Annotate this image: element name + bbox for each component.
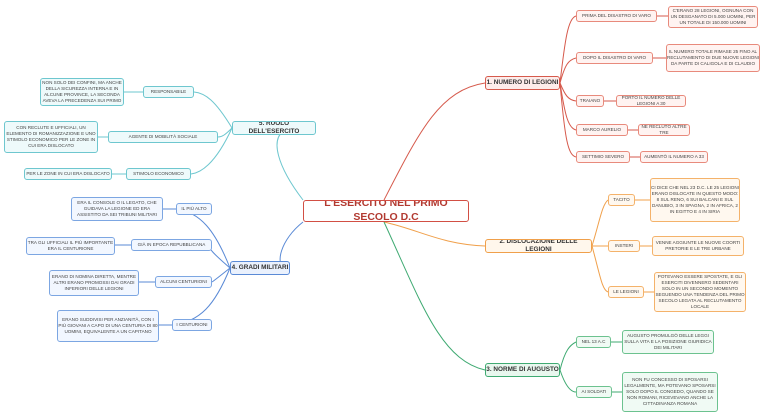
detail-marco-aurelio[interactable]: NE RECLUTÒ ALTRE TRE <box>638 124 690 136</box>
topic-piu-alto[interactable]: IL PIÙ ALTO <box>176 203 212 215</box>
detail-settimio-severo[interactable]: AUMENTÒ IL NUMERO A 33 <box>640 151 708 163</box>
topic-i-centurioni[interactable]: I CENTURIONI <box>172 319 212 331</box>
branch-ruolo-esercito[interactable]: 5. RUOLO DELL'ESERCITO <box>232 121 316 135</box>
topic-settimio-severo[interactable]: SETTIMIO SEVERO <box>576 151 630 163</box>
topic-responsabile[interactable]: RESPONSABILE <box>143 86 194 98</box>
detail-tacito[interactable]: CI DICE CHE NEL 23 D.C. LE 25 LEGIONI ER… <box>650 178 740 222</box>
detail-stimolo-economico[interactable]: PER LE ZONE IN CUI ERA DISLOCATO <box>24 168 112 180</box>
detail-epoca-repubblicana[interactable]: TRA GLI UFFICIALI IL PIÙ IMPORTANTE ERA … <box>26 237 115 255</box>
root-topic[interactable]: L'ESERCITO NEL PRIMO SECOLO D.C <box>303 200 469 222</box>
topic-stimolo-economico[interactable]: STIMOLO ECONOMICO <box>126 168 191 180</box>
detail-responsabile[interactable]: NON SOLO DEI CONFINI, MA ANCHE DELLA SIC… <box>40 78 124 106</box>
detail-prima-disastro[interactable]: C'ERANO 28 LEGIONI, OGNUNA CON UN DESGAN… <box>668 6 758 28</box>
branch-dislocazione[interactable]: 2. DISLOCAZIONE DELLE LEGIONI <box>485 239 592 253</box>
detail-piu-alto[interactable]: ERA IL CONSOLE O IL LEGATO, CHE GUIDAVA … <box>71 197 163 221</box>
topic-insteri[interactable]: INSTERI <box>608 240 640 252</box>
topic-ai-soldati[interactable]: AI SOLDATI <box>576 386 612 398</box>
detail-i-centurioni[interactable]: ERANO SUDDIVISI PER ANZIANITÀ, CON I PIÙ… <box>57 310 159 342</box>
topic-tacito[interactable]: TACITO <box>608 194 635 206</box>
topic-mobilita-sociale[interactable]: AGENTE DI MOBILITÀ SOCIALE <box>108 131 218 143</box>
detail-ai-soldati[interactable]: NON FU CONCESSO DI SPOSARSI LEGALMENTE, … <box>622 372 718 412</box>
topic-alcuni-centurioni[interactable]: ALCUNI CENTURIONI <box>155 276 212 288</box>
branch-norme-augusto[interactable]: 3. NORME DI AUGUSTO <box>485 363 560 377</box>
topic-le-legioni[interactable]: LE LEGIONI <box>608 286 644 298</box>
detail-le-legioni[interactable]: POTEVANO ESSERE SPOSTATE, E GLI ESERCITI… <box>654 272 746 312</box>
topic-nel-13-ac[interactable]: NEL 13 A.C <box>576 336 611 348</box>
detail-traiano[interactable]: PORTÒ IL NUMERO DELLE LEGIONI A 30 <box>616 95 686 107</box>
topic-dopo-disastro[interactable]: DOPO IL DISASTRO DI VARO <box>576 52 653 64</box>
detail-dopo-disastro[interactable]: IL NUMERO TOTALE RIMASE 25 FINO AL RECLU… <box>666 44 760 72</box>
topic-epoca-repubblicana[interactable]: GIÀ IN EPOCA REPUBBLICANA <box>131 239 212 251</box>
topic-traiano[interactable]: TRAIANO <box>576 95 604 107</box>
detail-insteri[interactable]: VENNE AGGIUNTE LE NUOVE COORTI PRETORIE … <box>652 236 744 256</box>
branch-gradi-militari[interactable]: 4. GRADI MILITARI <box>230 261 290 275</box>
detail-mobilita-sociale[interactable]: CON RECLUTE E UFFICIALI, UN ELEMENTO DI … <box>4 121 98 153</box>
detail-alcuni-centurioni[interactable]: ERANO DI NOMINA DIRETTA, MENTRE ALTRI ER… <box>49 270 139 296</box>
topic-marco-aurelio[interactable]: MARCO AURELIO <box>576 124 628 136</box>
branch-numero-legioni[interactable]: 1. NUMERO DI LEGIONI <box>485 76 560 90</box>
topic-prima-disastro[interactable]: PRIMA DEL DISASTRO DI VARO <box>576 10 657 22</box>
detail-nel-13-ac[interactable]: AUGUSTO PROMULGÒ DELLE LEGGI SULLA VITA … <box>622 330 714 354</box>
